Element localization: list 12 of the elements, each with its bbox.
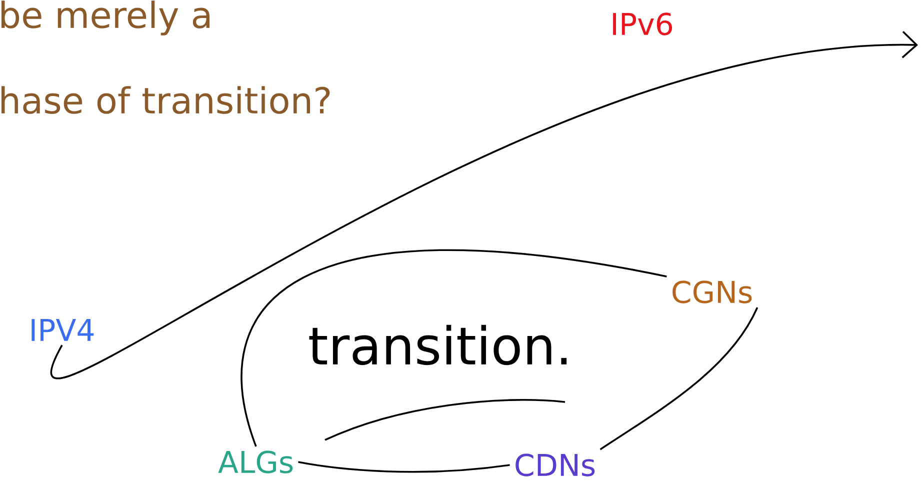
handwritten-text: hase of transition?: [1, 86, 330, 114]
curved-line: [240, 249, 667, 447]
curved-line: [298, 461, 510, 473]
handwritten-text: transition.: [309, 324, 567, 366]
node-label: CDNs: [516, 454, 595, 476]
node-label: IPv6: [613, 12, 672, 36]
handwritten-text: be merely a: [1, 0, 210, 36]
node-label: ALGs: [218, 450, 293, 474]
curved-line: [600, 307, 758, 450]
curved-line: [50, 30, 918, 379]
node-label: IPV4: [32, 319, 94, 341]
node-label: CGNs: [672, 280, 752, 304]
